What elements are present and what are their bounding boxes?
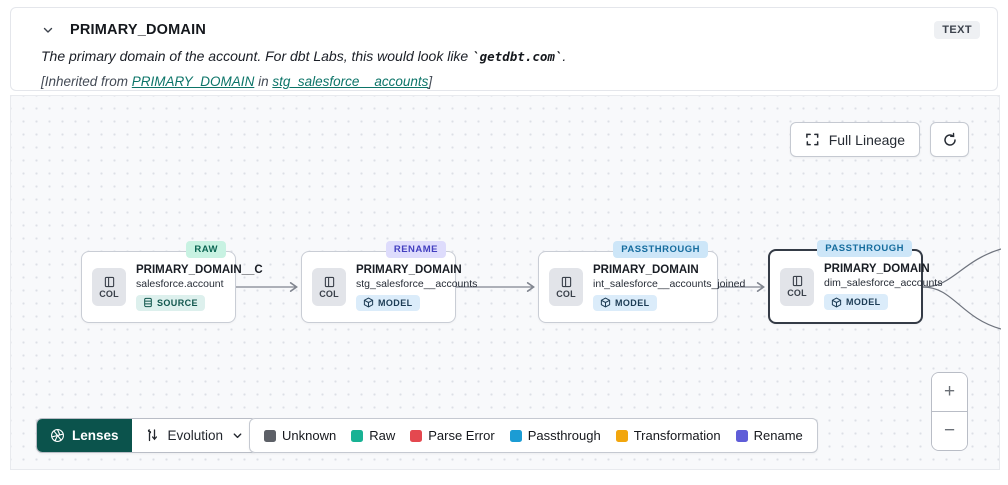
description-code: `getdbt.com` xyxy=(472,49,563,64)
legend-item-transformation: Transformation xyxy=(615,428,721,443)
column-description: The primary domain of the account. For d… xyxy=(41,48,566,64)
resource-type-badge: MODEL xyxy=(356,294,420,311)
node-model-name: salesforce.account xyxy=(136,277,224,290)
legend-swatch xyxy=(410,429,423,442)
col-label: COL xyxy=(319,288,339,299)
node-column-name: PRIMARY_DOMAIN xyxy=(593,263,699,276)
node-column-name: PRIMARY_DOMAIN xyxy=(824,263,930,275)
fullscreen-icon xyxy=(805,132,820,147)
inherited-middle: in xyxy=(254,74,273,89)
lens-selector-dropdown[interactable]: Evolution xyxy=(131,419,257,452)
column-name-title: PRIMARY_DOMAIN xyxy=(70,22,206,38)
legend-label: Parse Error xyxy=(428,428,495,443)
node-column-name: PRIMARY_DOMAIN xyxy=(356,263,462,276)
column-icon xyxy=(792,275,803,287)
column-kind-chip: COL xyxy=(312,268,346,306)
legend-label: Raw xyxy=(369,428,396,443)
legend-label: Passthrough xyxy=(527,428,601,443)
legend-item-parse-error: Parse Error xyxy=(410,428,495,443)
lens-selected-value: Evolution xyxy=(167,428,224,443)
column-icon xyxy=(561,276,572,288)
col-label: COL xyxy=(787,288,807,298)
refresh-button[interactable] xyxy=(930,122,969,157)
node-content: PRIMARY_DOMAIN__C salesforce.account SOU… xyxy=(136,263,263,311)
database-icon xyxy=(143,297,153,308)
resource-type-badge: MODEL xyxy=(824,294,888,310)
node-model-name: dim_salesforce_accounts xyxy=(824,277,943,289)
description-period: . xyxy=(562,48,567,64)
legend-swatch xyxy=(351,429,364,442)
column-header-row: PRIMARY_DOMAIN xyxy=(39,21,206,39)
lens-aperture-icon xyxy=(50,428,65,443)
column-kind-chip: COL xyxy=(549,268,583,306)
full-lineage-button[interactable]: Full Lineage xyxy=(789,122,920,157)
cube-icon xyxy=(600,297,611,308)
node-model-name: int_salesforce__accounts_joined xyxy=(593,277,746,290)
inherited-prefix: [Inherited from xyxy=(41,74,132,89)
legend-swatch xyxy=(735,429,748,442)
node-content: PRIMARY_DOMAIN stg_salesforce__accounts … xyxy=(356,263,478,311)
column-kind-chip: COL xyxy=(780,267,814,306)
resource-type-label: SOURCE xyxy=(157,297,198,308)
resource-type-label: MODEL xyxy=(846,297,881,307)
node-content: PRIMARY_DOMAIN int_salesforce__accounts_… xyxy=(593,263,746,311)
legend-label: Rename xyxy=(753,428,803,443)
legend-item-raw: Raw xyxy=(351,428,395,443)
inherited-from-line: [Inherited from PRIMARY_DOMAIN in stg_sa… xyxy=(41,74,432,89)
legend-label: Transformation xyxy=(633,428,721,443)
resource-type-label: MODEL xyxy=(378,297,413,308)
lineage-node-source[interactable]: RAW COL PRIMARY_DOMAIN__C salesforce.acc… xyxy=(81,241,263,323)
lenses-label: Lenses xyxy=(72,428,119,443)
refresh-icon xyxy=(942,132,958,148)
lineage-canvas[interactable]: Full Lineage RAW COL PRIMARY_DOMAIN__C s… xyxy=(10,95,1001,470)
col-label: COL xyxy=(556,288,576,299)
lineage-node-intermediate[interactable]: PASSTHROUGH COL PRIMARY_DOMAIN int_sales… xyxy=(538,241,746,323)
cube-icon xyxy=(831,297,842,308)
evolution-badge: RENAME xyxy=(385,241,446,258)
legend-swatch xyxy=(264,429,276,442)
evolution-icon xyxy=(145,428,159,443)
chevron-down-icon xyxy=(232,430,243,441)
col-label: COL xyxy=(99,288,119,299)
column-kind-chip: COL xyxy=(92,268,126,306)
node-model-name: stg_salesforce__accounts xyxy=(356,277,478,290)
zoom-controls: + − xyxy=(931,372,968,451)
inherited-column-link[interactable]: PRIMARY_DOMAIN xyxy=(131,74,255,89)
inherited-model-link[interactable]: stg_salesforce__accounts xyxy=(272,74,429,89)
lineage-node-dimension-selected[interactable]: PASSTHROUGH COL PRIMARY_DOMAIN dim_sales… xyxy=(768,240,943,324)
evolution-badge: PASSTHROUGH xyxy=(613,241,708,258)
column-detail-panel: PRIMARY_DOMAIN TEXT The primary domain o… xyxy=(10,7,998,91)
cube-icon xyxy=(363,297,374,308)
zoom-out-button[interactable]: − xyxy=(932,412,967,450)
full-lineage-label: Full Lineage xyxy=(828,131,905,148)
collapse-chevron-icon[interactable] xyxy=(39,21,57,39)
legend-item-passthrough: Passthrough xyxy=(509,428,601,443)
evolution-badge: RAW xyxy=(186,241,226,258)
evolution-legend: Unknown Raw Parse Error Passthrough Tran… xyxy=(249,418,818,453)
description-text: The primary domain of the account. For d… xyxy=(41,48,473,64)
evolution-badge: PASSTHROUGH xyxy=(817,240,912,257)
lenses-button[interactable]: Lenses xyxy=(37,419,132,452)
inherited-suffix: ] xyxy=(428,74,433,89)
legend-swatch xyxy=(509,429,522,442)
node-content: PRIMARY_DOMAIN dim_salesforce_accounts M… xyxy=(824,263,943,310)
lenses-control: Lenses Evolution xyxy=(36,418,258,453)
legend-item-rename: Rename xyxy=(735,428,803,443)
zoom-divider xyxy=(932,411,967,412)
resource-type-label: MODEL xyxy=(615,297,650,308)
column-type-badge: TEXT xyxy=(934,21,980,39)
node-column-name: PRIMARY_DOMAIN__C xyxy=(136,263,263,276)
legend-label: Unknown xyxy=(282,428,337,443)
resource-type-badge: MODEL xyxy=(593,294,657,311)
legend-item-unknown: Unknown xyxy=(264,428,336,443)
zoom-in-button[interactable]: + xyxy=(932,373,967,411)
column-icon xyxy=(324,276,335,288)
column-icon xyxy=(104,276,115,288)
legend-swatch xyxy=(615,429,628,442)
resource-type-badge: SOURCE xyxy=(136,294,205,311)
lineage-node-staging[interactable]: RENAME COL PRIMARY_DOMAIN stg_salesforce… xyxy=(301,241,478,323)
